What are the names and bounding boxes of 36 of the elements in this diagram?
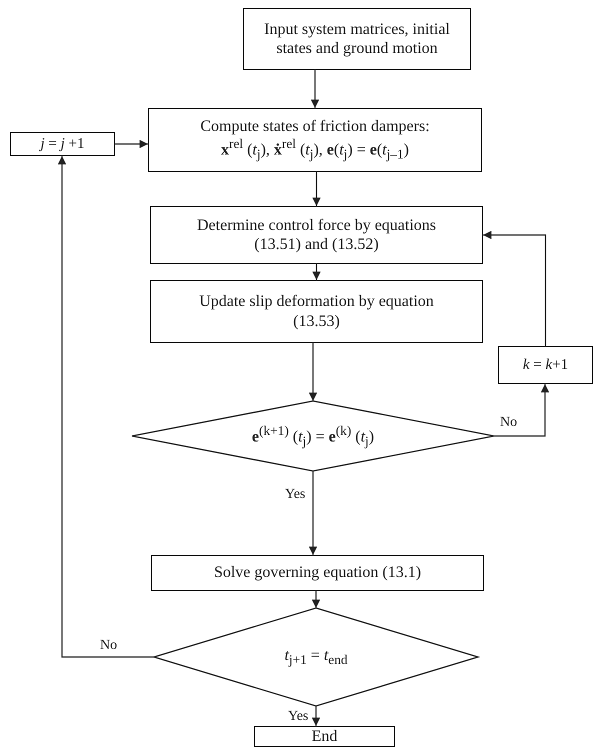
- box-text: Update slip deformation by equation (13.53): [198, 292, 435, 331]
- condition-text: t$_{j+1}$ = t$_{end}$: [284, 646, 348, 668]
- edge-label: Yes: [285, 487, 306, 502]
- process-box: [498, 346, 593, 384]
- process-box: [151, 555, 484, 591]
- arrow: [312, 264, 321, 280]
- edge-label: Yes: [288, 709, 308, 724]
- box-text: Compute states of friction dampers:: [200, 117, 430, 136]
- arrow: [310, 70, 320, 108]
- process-box: [150, 280, 483, 343]
- process-box: [10, 132, 115, 156]
- box-text: Solve governing equation (13.1): [214, 563, 422, 583]
- arrow: [494, 384, 550, 437]
- box-text: End: [312, 726, 338, 746]
- box-text: Determine control force by equations (13.51) and (13.52): [196, 216, 438, 254]
- box-text: k = k+1: [522, 356, 568, 374]
- process-box: [150, 206, 483, 264]
- arrow: [115, 140, 148, 148]
- condition-text: e$^{(k+1)}$ (t$_{j}$) = e$^{(k)}$ (t$_{j}$): [252, 422, 374, 450]
- arrow: [308, 343, 318, 401]
- box-text: j = j +1: [40, 135, 85, 153]
- arrow: [308, 471, 318, 555]
- decision-diamond: [131, 400, 495, 472]
- process-box: [148, 108, 482, 172]
- box-text: x$^{rel}$ (t$_{j}$), ẋ$^{rel}$ (t$_{j}$), e(t$_{j}$) = e(t$_{j–1}$): [221, 136, 409, 163]
- decision-diamond: [152, 607, 480, 707]
- edge-label: No: [100, 638, 118, 654]
- arrow: [483, 230, 546, 346]
- box-text: Input system matrices, initial states and ground motion: [263, 20, 451, 58]
- arrow: [312, 591, 320, 608]
- arrow: [312, 172, 321, 206]
- arrow: [312, 706, 320, 726]
- arrow: [58, 156, 154, 658]
- process-box: [254, 726, 395, 747]
- edge-label: No: [500, 415, 518, 430]
- process-box: [243, 8, 471, 70]
